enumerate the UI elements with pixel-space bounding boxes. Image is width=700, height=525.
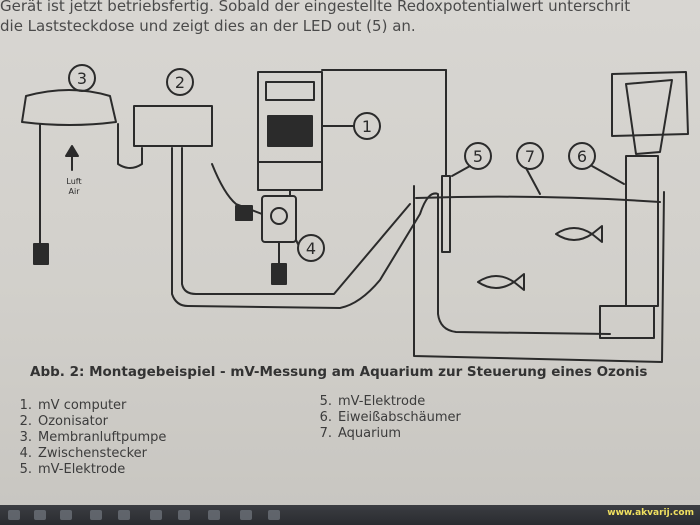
legend-item: 4.Zwischenstecker — [19, 446, 147, 461]
app-icon[interactable] — [150, 510, 162, 520]
intro-line-1: Gerät ist jetzt betriebsfertig. Sobald d… — [0, 0, 631, 15]
taskview-icon[interactable] — [60, 510, 72, 520]
air-label-2: Air — [69, 187, 81, 196]
document-viewer: Gerät ist jetzt betriebsfertig. Sobald d… — [0, 0, 700, 510]
callout-5-circle — [464, 142, 492, 170]
air-label-1: Luft — [66, 177, 81, 186]
intro-line-2: die Laststeckdose und zeigt dies an der … — [0, 17, 416, 35]
app-icon[interactable] — [178, 510, 190, 520]
start-icon[interactable] — [8, 510, 20, 520]
legend-item: 2.Ozonisator — [19, 414, 108, 429]
legend-item: 5.mV-Elektrode — [19, 462, 126, 477]
protein-skimmer-6 — [611, 71, 689, 137]
watermark: www.akvarij.com — [607, 508, 694, 518]
legend-item: 5.mV-Elektrode — [319, 394, 426, 409]
ozonizer-2 — [133, 105, 213, 147]
electrode-5 — [441, 175, 451, 253]
callout-2: 2 — [175, 73, 185, 92]
installation-diagram: 3 2 1 4 5 7 6 Luft Air — [21, 64, 689, 363]
callout-1: 1 — [362, 117, 372, 136]
legend-right: 5.mV-Elektrode 6.Eiweißabschäumer 7.Aqua… — [300, 394, 461, 442]
callout-3-circle — [68, 64, 96, 92]
legend-item: 1.mV computer — [19, 398, 127, 413]
callout-6-circle — [568, 142, 596, 170]
callout-7: 7 — [525, 147, 535, 166]
callout-2-circle — [166, 68, 194, 96]
plug-adapter-4 — [261, 195, 297, 243]
app-icon[interactable] — [268, 510, 280, 520]
figure-caption: Abb. 2: Montagebeispiel - mV-Messung am … — [30, 364, 648, 380]
app-icon[interactable] — [208, 510, 220, 520]
callout-6: 6 — [577, 147, 587, 166]
callout-7-circle — [516, 142, 544, 170]
browser-icon[interactable] — [90, 510, 102, 520]
legend-item: 6.Eiweißabschäumer — [319, 410, 461, 425]
legend-item: 7.Aquarium — [319, 426, 401, 441]
callout-4: 4 — [306, 239, 316, 258]
aquarium-7 — [413, 185, 665, 363]
app-icon[interactable] — [240, 510, 252, 520]
fish-lower — [477, 273, 525, 291]
callout-3: 3 — [77, 69, 87, 88]
air-pump-3 — [21, 89, 117, 126]
taskbar — [0, 505, 700, 525]
intro-text: Gerät ist jetzt betriebsfertig. Sobald d… — [0, 0, 700, 36]
folder-icon[interactable] — [118, 510, 130, 520]
callout-4-circle — [297, 234, 325, 262]
legend-left: 1.mV computer 2.Ozonisator 3.Membranluft… — [0, 398, 167, 478]
search-icon[interactable] — [34, 510, 46, 520]
legend-item: 3.Membranluftpumpe — [19, 430, 167, 445]
fish-upper — [555, 225, 603, 243]
callout-5: 5 — [473, 147, 483, 166]
